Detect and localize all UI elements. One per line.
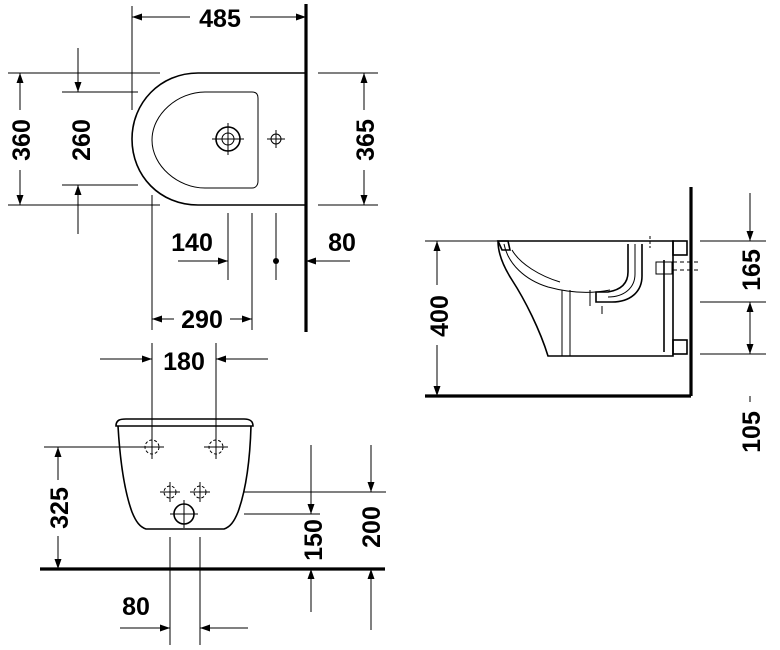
rim-top <box>115 418 254 427</box>
bidet-body-side <box>497 240 674 357</box>
dim-400: 400 <box>426 295 454 337</box>
bracket-top <box>672 240 688 256</box>
bowl-curve-side <box>503 243 611 293</box>
top-view: 485 360 260 365 140 80 290 <box>4 4 380 334</box>
dim-290: 290 <box>181 306 223 334</box>
dim-80-top: 80 <box>328 229 356 257</box>
front-view: 180 325 150 200 80 <box>40 343 386 645</box>
dim-365: 365 <box>352 119 380 161</box>
bowl-outline <box>131 72 306 206</box>
dim-485: 485 <box>199 5 241 33</box>
waste-outlet <box>170 500 198 528</box>
lower-hole-right <box>190 482 210 502</box>
dim-360: 360 <box>8 119 36 161</box>
dim-180: 180 <box>163 348 205 376</box>
dim-80-bottom: 80 <box>122 593 150 621</box>
bowl-inner-rim <box>151 91 259 189</box>
dim-150: 150 <box>300 519 328 561</box>
dim-325: 325 <box>46 487 74 529</box>
side-view: 400 165 105 <box>424 187 766 453</box>
dim-200: 200 <box>358 506 386 548</box>
dim-260: 260 <box>68 119 96 161</box>
dim-165: 165 <box>738 249 766 291</box>
lower-hole-left <box>160 482 180 502</box>
waste-trap <box>595 244 643 303</box>
bidet-body-front <box>117 425 252 530</box>
dim-140: 140 <box>171 229 213 257</box>
dim-105: 105 <box>738 411 766 453</box>
bolt-nut <box>655 261 673 275</box>
bracket-bottom <box>672 339 688 355</box>
